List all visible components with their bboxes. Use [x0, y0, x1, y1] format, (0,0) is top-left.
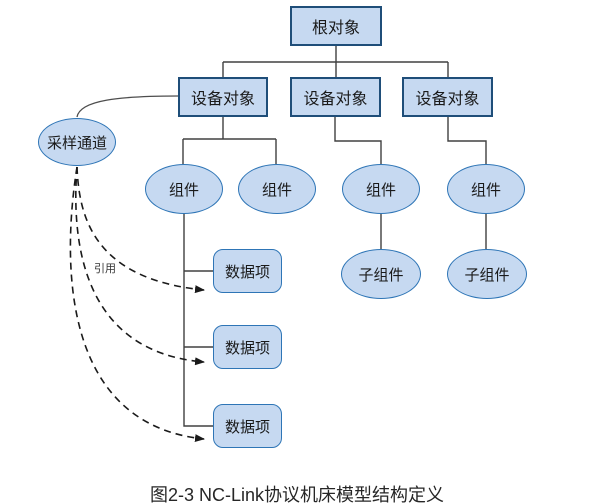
subcomponent-label: 子组件	[358, 266, 404, 284]
component-label: 组件	[168, 181, 199, 199]
data-item-label: 数据项	[224, 263, 270, 281]
component-node-2: 组件	[238, 164, 316, 214]
component-node-3: 组件	[342, 164, 420, 214]
component-label: 组件	[261, 181, 292, 199]
device1-to-sampling-connector	[76, 95, 179, 118]
figure-caption: 图2-3 NC-Link协议机床模型结构定义	[150, 485, 445, 504]
reference-arrow-1	[76, 166, 205, 294]
root-object-label: 根对象	[311, 20, 360, 37]
component-node-1: 组件	[145, 164, 223, 214]
device-object-node-1: 设备对象	[178, 77, 268, 117]
data-item-node-3: 数据项	[213, 404, 282, 448]
device-object-node-2: 设备对象	[290, 77, 381, 117]
data-item-label: 数据项	[224, 418, 270, 436]
device-object-label: 设备对象	[303, 91, 368, 108]
data-item-node-1: 数据项	[213, 249, 282, 293]
data-item-label: 数据项	[224, 339, 270, 357]
sampling-channel-label: 采样通道	[46, 134, 107, 152]
device-object-label: 设备对象	[190, 91, 255, 108]
component-label: 组件	[365, 181, 396, 199]
data-item-node-2: 数据项	[213, 325, 282, 369]
device1-to-components-connector	[182, 117, 277, 164]
sampling-channel-node: 采样通道	[38, 118, 116, 166]
device3-to-component-connector	[447, 117, 487, 164]
subcomponent-node-1: 子组件	[341, 249, 421, 299]
device-object-node-3: 设备对象	[402, 77, 493, 117]
reference-arrow-3	[69, 166, 205, 443]
reference-arrow-2	[75, 166, 205, 366]
subcomponent-label: 子组件	[464, 266, 510, 284]
component-node-4: 组件	[447, 164, 525, 214]
subcomponent-node-2: 子组件	[447, 249, 527, 299]
component-label: 组件	[470, 181, 501, 199]
root-to-devices-connector	[222, 46, 449, 77]
device-object-label: 设备对象	[415, 91, 480, 108]
root-object-node: 根对象	[290, 6, 382, 46]
reference-label: 引用	[94, 263, 116, 275]
component1-to-dataitems-connector	[183, 214, 213, 427]
device2-to-component-connector	[334, 117, 382, 164]
